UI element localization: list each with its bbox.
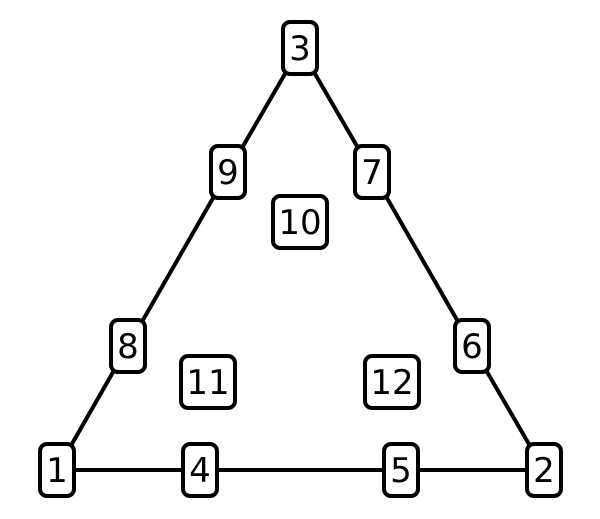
node-1: 1 — [38, 442, 76, 498]
node-box-7 — [353, 144, 391, 200]
node-6: 6 — [453, 318, 491, 374]
node-label-9: 9 — [217, 153, 239, 193]
node-label-10: 10 — [278, 203, 321, 243]
node-label-2: 2 — [533, 451, 555, 491]
node-box-2 — [525, 442, 563, 498]
node-box-1 — [38, 442, 76, 498]
node-5: 5 — [382, 442, 420, 498]
edge-layer — [55, 46, 546, 472]
node-box-12 — [363, 354, 421, 410]
node-label-12: 12 — [370, 363, 413, 403]
node-label-7: 7 — [361, 153, 383, 193]
node-2: 2 — [525, 442, 563, 498]
node-4: 4 — [181, 442, 219, 498]
node-box-4 — [181, 442, 219, 498]
node-label-4: 4 — [189, 451, 211, 491]
node-3: 3 — [281, 20, 319, 76]
node-label-8: 8 — [117, 327, 139, 367]
node-11: 11 — [179, 354, 237, 410]
node-box-9 — [209, 144, 247, 200]
node-label-6: 6 — [461, 327, 483, 367]
node-box-6 — [453, 318, 491, 374]
edge-8-9 — [126, 171, 230, 347]
node-7: 7 — [353, 144, 391, 200]
node-label-3: 3 — [289, 29, 311, 69]
node-box-3 — [281, 20, 319, 76]
node-box-8 — [109, 318, 147, 374]
node-label-5: 5 — [390, 451, 412, 491]
node-8: 8 — [109, 318, 147, 374]
node-box-11 — [179, 354, 237, 410]
node-label-11: 11 — [186, 363, 229, 403]
edge-7-6 — [370, 171, 474, 347]
node-label-1: 1 — [46, 451, 68, 491]
node-10: 10 — [271, 194, 329, 250]
node-box-5 — [382, 442, 420, 498]
node-12: 12 — [363, 354, 421, 410]
node-box-10 — [271, 194, 329, 250]
node-9: 9 — [209, 144, 247, 200]
